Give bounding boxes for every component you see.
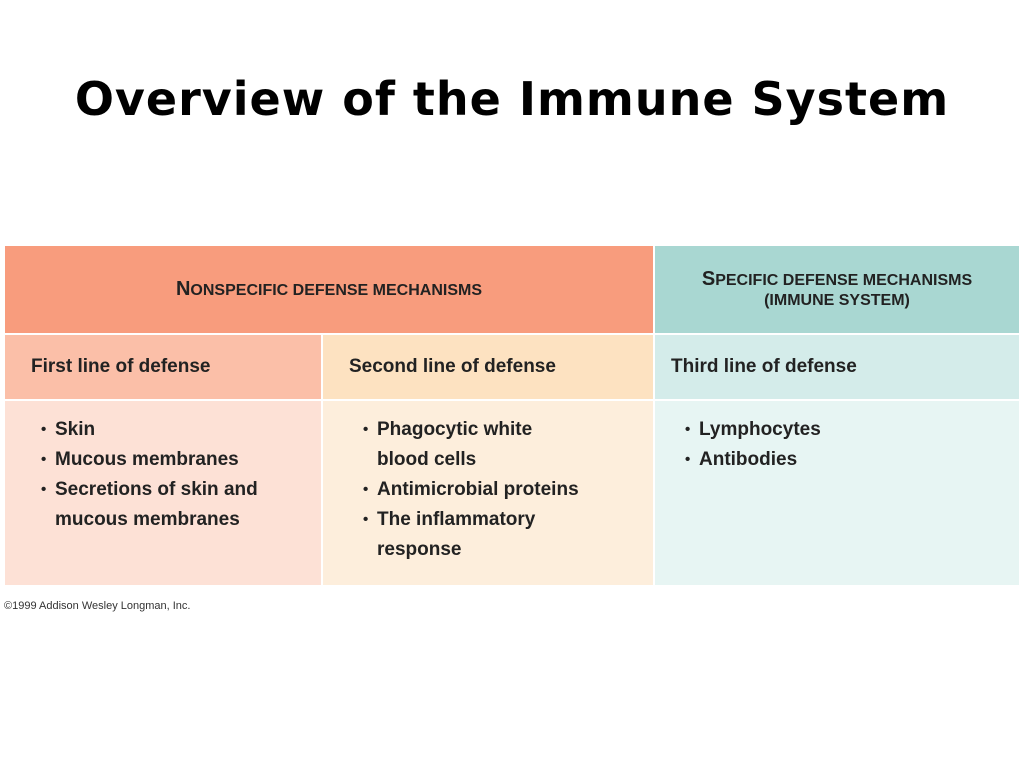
list-item: Antimicrobial proteins	[363, 475, 653, 505]
header-initial: N	[175, 277, 191, 300]
list-item: The inflammatory response	[363, 505, 567, 565]
copyright-credit: ©1999 Addison Wesley Longman, Inc.	[4, 600, 191, 612]
list-item: Mucous membranes	[41, 445, 321, 475]
third-line-list: Lymphocytes Antibodies	[655, 401, 1019, 585]
second-line-list: Phagocytic white blood cells Antimicrobi…	[323, 401, 653, 585]
list-item: Phagocytic white blood cells	[363, 415, 557, 475]
specific-defense-header: SPECIFIC DEFENSE MECHANISMS (IMMUNE SYST…	[655, 246, 1019, 333]
third-line-header: Third line of defense	[655, 335, 1019, 399]
first-line-list: Skin Mucous membranes Secretions of skin…	[5, 401, 321, 585]
list-item: Antibodies	[685, 445, 1019, 475]
list-item: Skin	[41, 415, 321, 445]
second-line-header: Second line of defense	[323, 335, 653, 399]
header-subtitle: (IMMUNE SYSTEM)	[764, 291, 910, 309]
header-text: ONSPECIFIC DEFENSE MECHANISMS	[190, 281, 483, 299]
slide-title: Overview of the Immune System	[74, 72, 950, 126]
header-initial: S	[701, 267, 716, 290]
nonspecific-defense-header: NONSPECIFIC DEFENSE MECHANISMS	[5, 246, 653, 333]
header-text: PECIFIC DEFENSE MECHANISMS	[715, 271, 973, 289]
list-item: Secretions of skin and mucous membranes	[41, 475, 285, 535]
list-item: Lymphocytes	[685, 415, 1019, 445]
first-line-header: First line of defense	[5, 335, 321, 399]
